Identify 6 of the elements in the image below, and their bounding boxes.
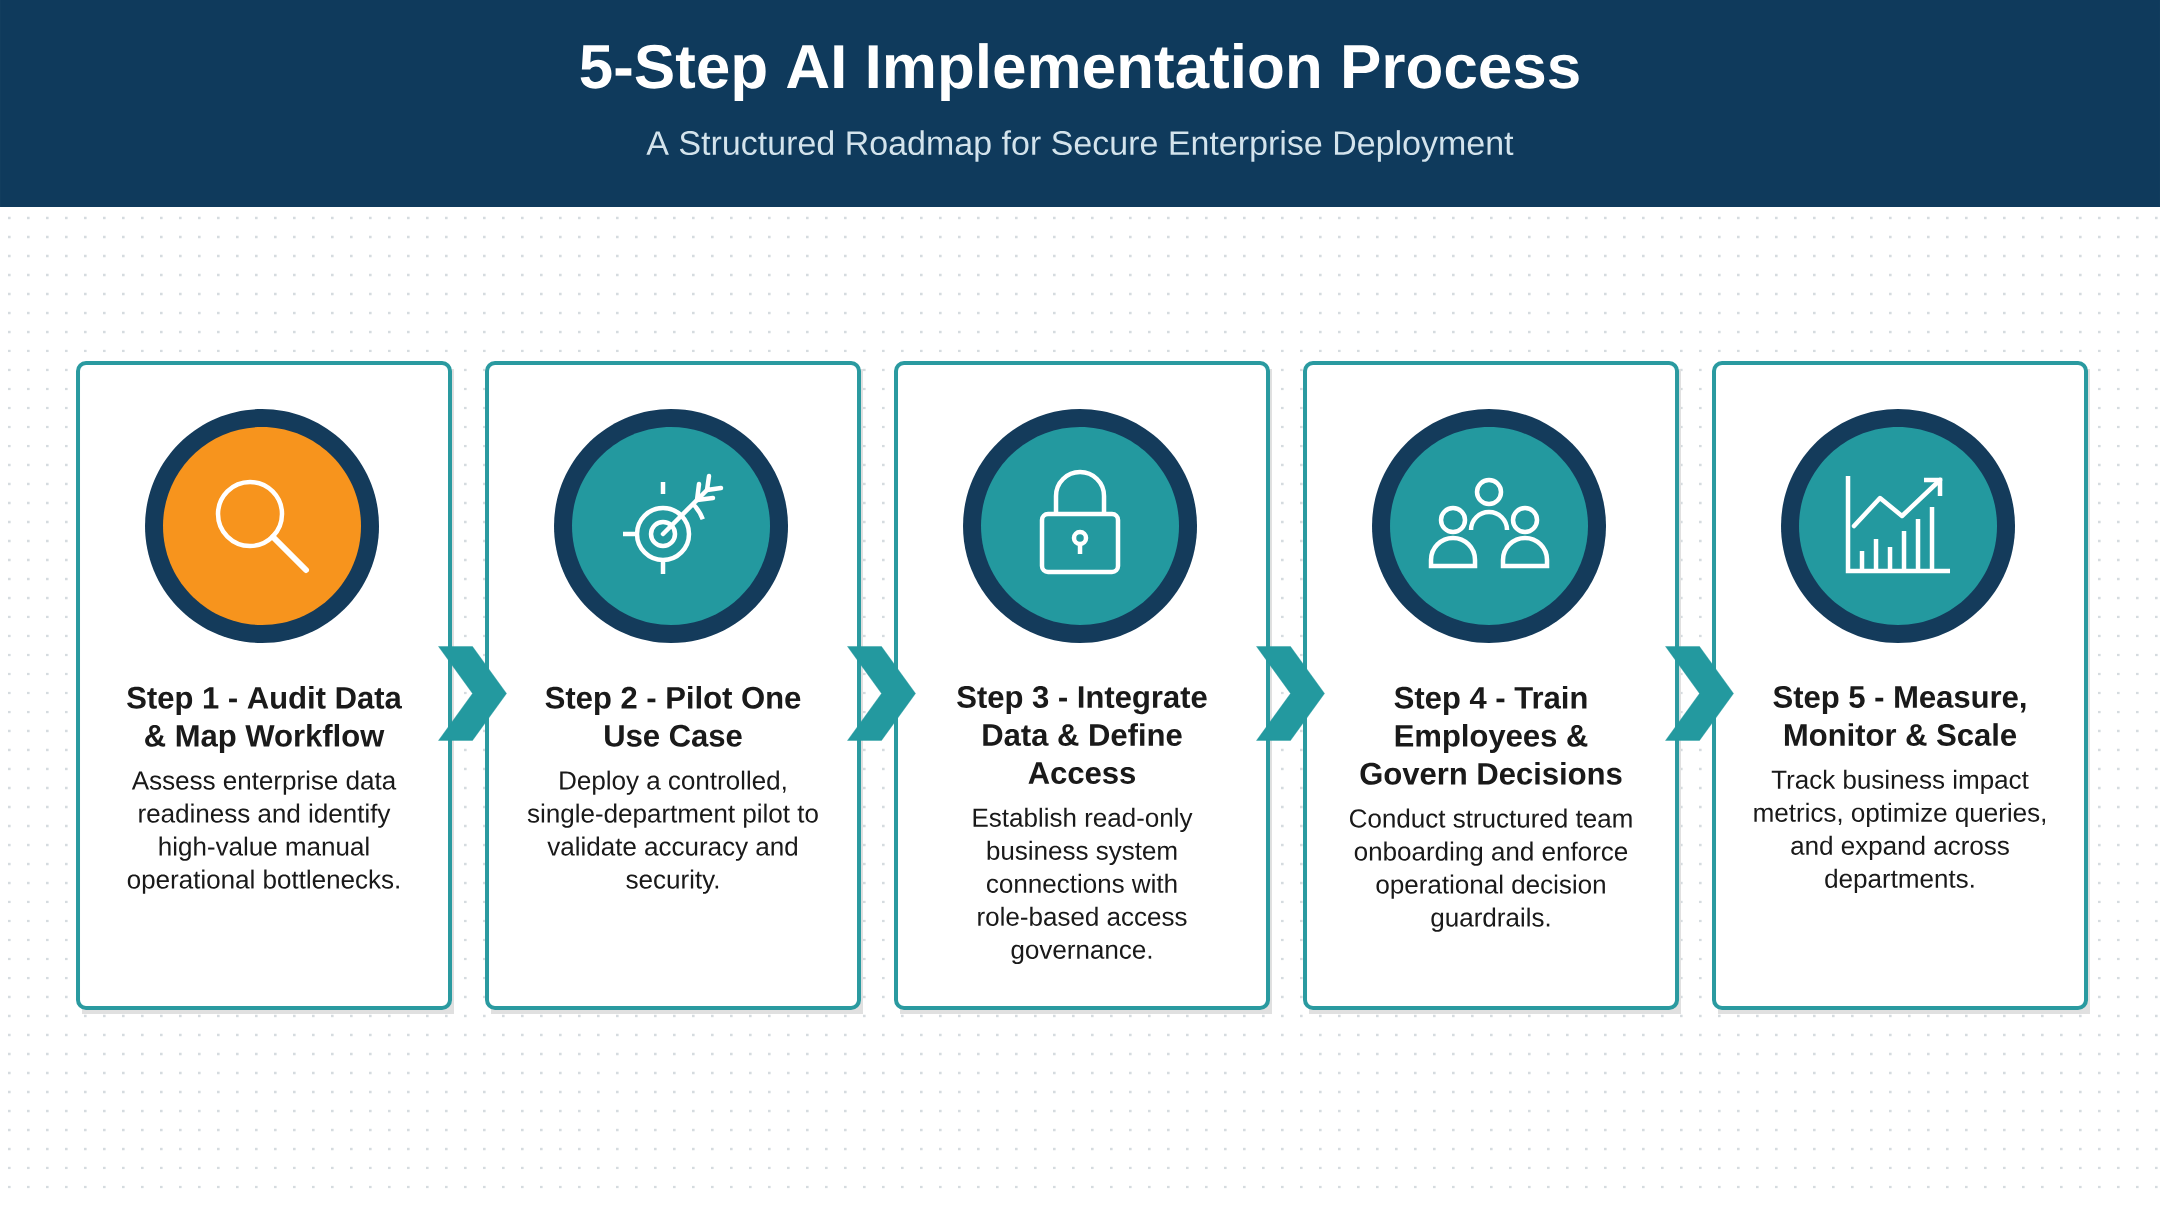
subtitle: A Structured Roadmap for Secure Enterprise Deployment — [646, 130, 1514, 162]
chevron-arrow — [1665, 646, 1734, 741]
chevron-arrow — [1256, 646, 1325, 741]
chevron-arrow — [438, 646, 507, 741]
chevron-arrow — [847, 646, 916, 741]
title: 5-Step AI Implementation Process — [580, 43, 1579, 101]
